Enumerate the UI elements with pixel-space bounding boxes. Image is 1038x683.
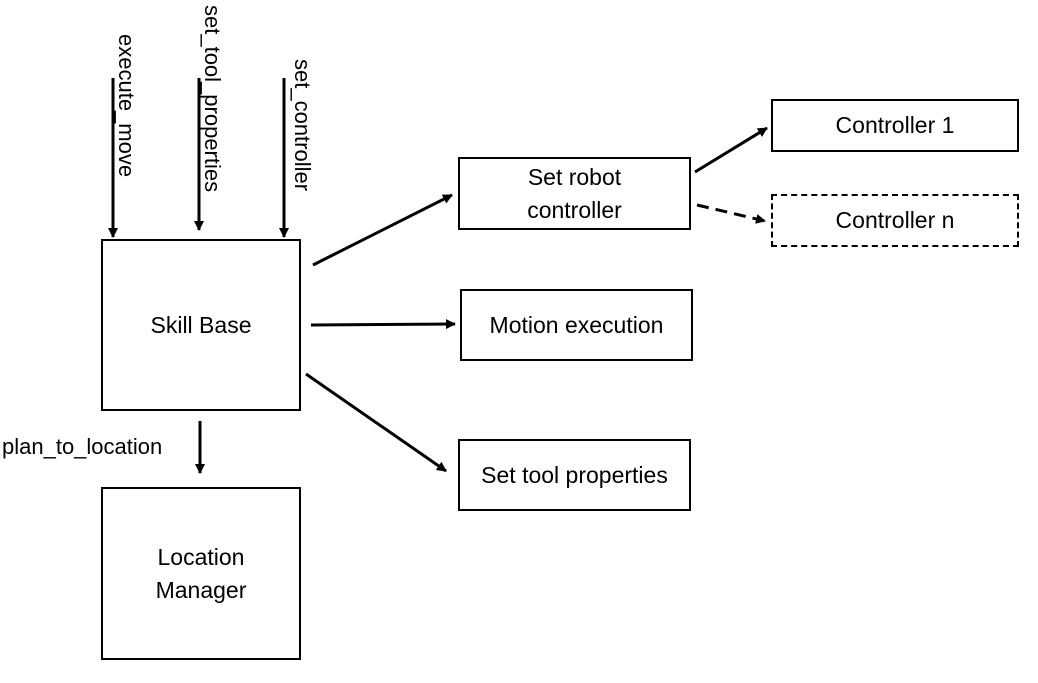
arrow-to-set-tool-properties <box>305 372 447 473</box>
label-set-tool-properties: set_tool_properties <box>200 5 225 193</box>
label-plan-to-location: plan_to_location <box>2 434 163 459</box>
node-controller-1: Controller 1 <box>771 99 1019 152</box>
node-controller-n: Controller n <box>771 194 1019 247</box>
node-location-manager: Location Manager <box>101 487 301 660</box>
arrow-to-motion-execution <box>310 319 456 330</box>
node-set-robot-controller: Set robot controller <box>458 157 691 230</box>
label-execute-move: execute_move <box>114 34 139 178</box>
label-set-controller: set_controller <box>290 59 315 192</box>
arrow-to-set-robot-controller <box>312 193 453 267</box>
arrow-to-controller-n <box>696 203 766 224</box>
arrow-to-controller-1 <box>694 126 768 174</box>
node-set-tool-properties: Set tool properties <box>458 439 691 511</box>
node-motion-execution: Motion execution <box>460 289 693 361</box>
node-skill-base: Skill Base <box>101 239 301 411</box>
